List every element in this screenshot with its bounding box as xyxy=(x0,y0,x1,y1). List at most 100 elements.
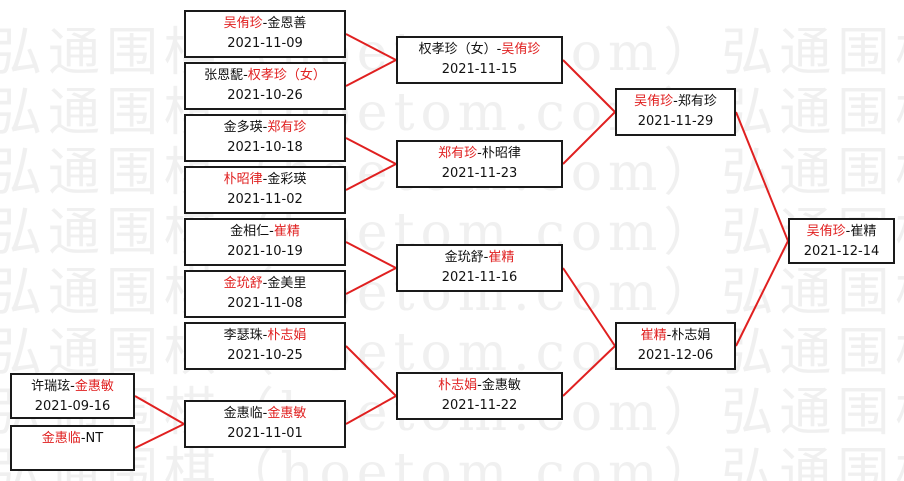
player-2-name: 崔精 xyxy=(273,224,300,239)
connector-r2c-r3b xyxy=(562,267,616,347)
player-2-name: 崔精 xyxy=(488,250,515,265)
player-1-name: 吴侑珍 xyxy=(634,94,674,109)
versus-dash: - xyxy=(70,379,75,394)
match-players: 金惠临-金惠敏 xyxy=(186,404,344,424)
match-date: 2021-11-09 xyxy=(227,36,303,51)
player-1-name: 郑有珍 xyxy=(438,146,478,161)
player-2-name: 金惠敏 xyxy=(481,378,521,393)
match-players: 张恩馜-权孝珍（女） xyxy=(186,66,344,86)
player-1-name: 权孝珍（女） xyxy=(418,42,497,57)
player-2-name: 权孝珍（女） xyxy=(247,68,326,83)
connector-r1e-r2c xyxy=(345,241,397,269)
versus-dash: - xyxy=(483,250,489,265)
connector-r2a-r3a xyxy=(562,59,616,113)
match-date: 2021-09-16 xyxy=(34,399,111,414)
match-box-r2c[interactable]: 金玧舒-崔精 2021-11-16 xyxy=(396,244,563,292)
match-date: 2021-11-08 xyxy=(227,296,303,311)
match-players: 吴侑珍-崔精 xyxy=(790,222,893,242)
versus-dash: - xyxy=(673,94,678,109)
connector-r1b-r2a xyxy=(345,59,397,87)
match-box-r1e[interactable]: 金相仁-崔精 2021-10-19 xyxy=(184,218,346,266)
player-1-name: 金多瑛 xyxy=(223,120,263,135)
player-2-name: NT xyxy=(85,431,104,446)
connector-r3a-r4a xyxy=(735,111,789,242)
versus-dash: - xyxy=(262,276,268,291)
connector-r0b-r1h xyxy=(134,423,185,449)
connector-r1f-r2c xyxy=(345,267,397,295)
match-date: 2021-11-16 xyxy=(441,270,518,285)
versus-dash: - xyxy=(262,172,268,187)
match-players: 金玧舒-崔精 xyxy=(398,248,561,268)
match-box-r1h[interactable]: 金惠临-金惠敏 2021-11-01 xyxy=(184,400,346,448)
player-1-name: 崔精 xyxy=(640,328,667,343)
player-2-name: 金彩瑛 xyxy=(267,172,307,187)
match-players: 金多瑛-郑有珍 xyxy=(186,118,344,138)
versus-dash: - xyxy=(666,328,672,343)
versus-dash: - xyxy=(845,224,851,239)
match-date: 2021-10-19 xyxy=(227,244,303,259)
player-2-name: 朴志娟 xyxy=(671,328,711,343)
player-1-name: 张恩馜 xyxy=(204,68,244,83)
match-box-r0b[interactable]: 金惠临-NT xyxy=(10,425,135,471)
match-box-r2b[interactable]: 郑有珍-朴昭律 2021-11-23 xyxy=(396,140,563,188)
versus-dash: - xyxy=(477,146,482,161)
match-date: 2021-11-22 xyxy=(441,398,518,413)
player-1-name: 吴侑珍 xyxy=(223,16,263,31)
versus-dash: - xyxy=(262,328,268,343)
player-2-name: 金恩善 xyxy=(267,16,307,31)
versus-dash: - xyxy=(80,431,86,446)
match-date: 2021-10-26 xyxy=(227,88,303,103)
player-2-name: 吴侑珍 xyxy=(501,42,541,57)
player-2-name: 郑有珍 xyxy=(677,94,717,109)
match-players: 权孝珍（女）-吴侑珍 xyxy=(398,40,561,60)
match-box-r1d[interactable]: 朴昭律-金彩瑛 2021-11-02 xyxy=(184,166,346,214)
connector-r1d-r2b xyxy=(345,163,397,191)
match-players: 吴侑珍-郑有珍 xyxy=(617,92,734,112)
match-date: 2021-11-01 xyxy=(227,426,303,441)
player-1-name: 朴昭律 xyxy=(223,172,263,187)
versus-dash: - xyxy=(269,224,274,239)
player-1-name: 吴侑珍 xyxy=(806,224,846,239)
match-players: 金惠临-NT xyxy=(12,429,133,449)
match-players: 李瑟珠-朴志娟 xyxy=(186,326,344,346)
match-date: 2021-12-14 xyxy=(803,244,880,259)
versus-dash: - xyxy=(262,120,268,135)
player-1-name: 金玧舒 xyxy=(223,276,263,291)
player-1-name: 金惠临 xyxy=(223,406,263,421)
match-players: 朴昭律-金彩瑛 xyxy=(186,170,344,190)
match-box-r1a[interactable]: 吴侑珍-金恩善 2021-11-09 xyxy=(184,10,346,58)
player-1-name: 朴志娟 xyxy=(438,378,478,393)
player-1-name: 金相仁 xyxy=(230,224,270,239)
connector-r1g-r2d xyxy=(345,345,397,397)
player-2-name: 崔精 xyxy=(850,224,877,239)
match-players: 郑有珍-朴昭律 xyxy=(398,144,561,164)
player-2-name: 朴志娟 xyxy=(267,328,307,343)
match-box-r2d[interactable]: 朴志娟-金惠敏 2021-11-22 xyxy=(396,372,563,420)
versus-dash: - xyxy=(262,406,268,421)
match-date: 2021-11-23 xyxy=(441,166,518,181)
match-players: 吴侑珍-金恩善 xyxy=(186,14,344,34)
player-2-name: 金惠敏 xyxy=(267,406,307,421)
match-date xyxy=(12,449,133,469)
match-players: 金玧舒-金美里 xyxy=(186,274,344,294)
player-2-name: 朴昭律 xyxy=(481,146,521,161)
versus-dash: - xyxy=(477,378,482,393)
player-2-name: 金美里 xyxy=(267,276,307,291)
match-box-r1f[interactable]: 金玧舒-金美里 2021-11-08 xyxy=(184,270,346,318)
connector-r1h-r2d xyxy=(345,395,397,425)
match-box-r1b[interactable]: 张恩馜-权孝珍（女） 2021-10-26 xyxy=(184,62,346,110)
player-1-name: 许瑞玹 xyxy=(31,379,71,394)
connector-r1a-r2a xyxy=(345,33,397,61)
match-date: 2021-11-02 xyxy=(227,192,303,207)
player-1-name: 金玧舒 xyxy=(444,250,484,265)
match-box-r4a[interactable]: 吴侑珍-崔精 2021-12-14 xyxy=(788,218,895,264)
player-1-name: 金惠临 xyxy=(41,431,81,446)
